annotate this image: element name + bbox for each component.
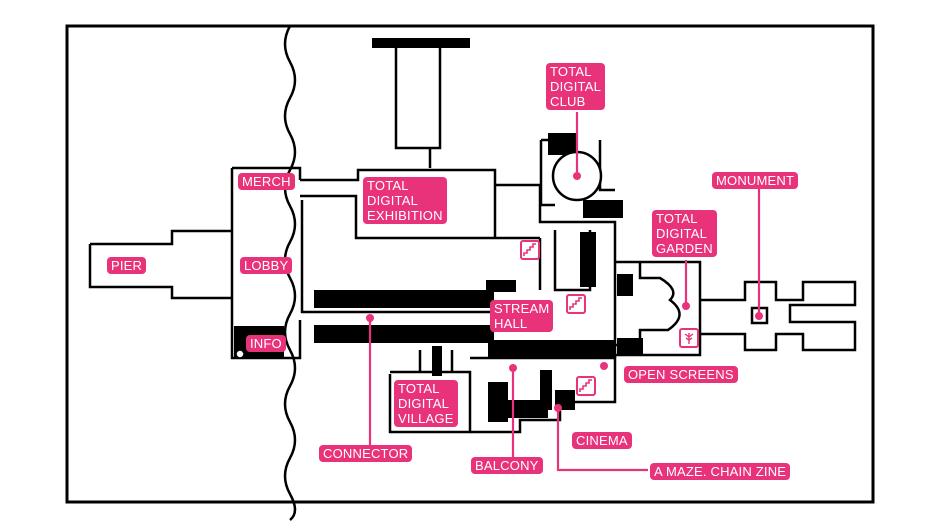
label-stream-hall[interactable]: STREAM HALL bbox=[490, 300, 554, 332]
connector-wall-bottom bbox=[314, 325, 494, 343]
club-block-right bbox=[583, 200, 623, 218]
exhibition-top-bar bbox=[372, 38, 470, 48]
stairs-icon bbox=[520, 240, 540, 260]
connector-dot bbox=[366, 314, 374, 322]
label-total-digital-club[interactable]: TOTAL DIGITAL CLUB bbox=[546, 63, 606, 110]
corridor-outline bbox=[300, 168, 540, 314]
label-info[interactable]: INFO bbox=[246, 335, 286, 352]
cinema-wall-4 bbox=[508, 400, 548, 418]
garden-dot bbox=[682, 302, 690, 310]
stairs-icon bbox=[576, 376, 596, 396]
label-merch[interactable]: MERCH bbox=[238, 173, 295, 190]
info-marker bbox=[235, 349, 245, 359]
cinema-wall-1 bbox=[488, 340, 615, 358]
pier-structure bbox=[88, 229, 232, 300]
club-dot bbox=[573, 172, 581, 180]
label-total-digital-garden[interactable]: TOTAL DIGITAL GARDEN bbox=[652, 210, 717, 257]
monument-dot bbox=[755, 312, 763, 320]
open-screens-dot bbox=[600, 362, 608, 370]
label-total-digital-exhibition[interactable]: TOTAL DIGITAL EXHIBITION bbox=[363, 177, 447, 224]
garden-wall-2 bbox=[617, 338, 643, 356]
stream-hall-block-2 bbox=[486, 280, 516, 292]
label-pier[interactable]: PIER bbox=[107, 257, 147, 274]
label-connector[interactable]: CONNECTOR bbox=[319, 445, 413, 462]
label-open-screens[interactable]: OPEN SCREENS bbox=[624, 366, 738, 383]
cinema-wall-2 bbox=[488, 382, 508, 422]
club-wall bbox=[548, 133, 578, 155]
connector-wall-top bbox=[314, 290, 494, 308]
chain-zine-dot bbox=[554, 404, 562, 412]
label-cinema[interactable]: CINEMA bbox=[572, 432, 632, 449]
label-a-maze-chain-zine[interactable]: A MAZE. CHAIN ZINE bbox=[650, 463, 791, 480]
exhibition-stem bbox=[394, 48, 442, 168]
map-frame bbox=[65, 24, 875, 504]
shoreline bbox=[283, 25, 297, 521]
garden-wall-1 bbox=[617, 274, 633, 296]
garden-outline bbox=[615, 260, 702, 357]
chain-zine-leader bbox=[556, 408, 648, 472]
tree-icon bbox=[679, 328, 699, 348]
label-balcony[interactable]: BALCONY bbox=[471, 457, 543, 474]
label-lobby[interactable]: LOBBY bbox=[240, 257, 293, 274]
balcony-dot bbox=[509, 364, 517, 372]
stream-hall-block bbox=[580, 232, 596, 287]
label-monument[interactable]: MONUMENT bbox=[712, 172, 799, 189]
village-wall bbox=[432, 346, 442, 376]
stairs-icon bbox=[566, 294, 586, 314]
monument-outline bbox=[700, 280, 857, 352]
label-total-digital-village[interactable]: TOTAL DIGITAL VILLAGE bbox=[394, 380, 458, 427]
